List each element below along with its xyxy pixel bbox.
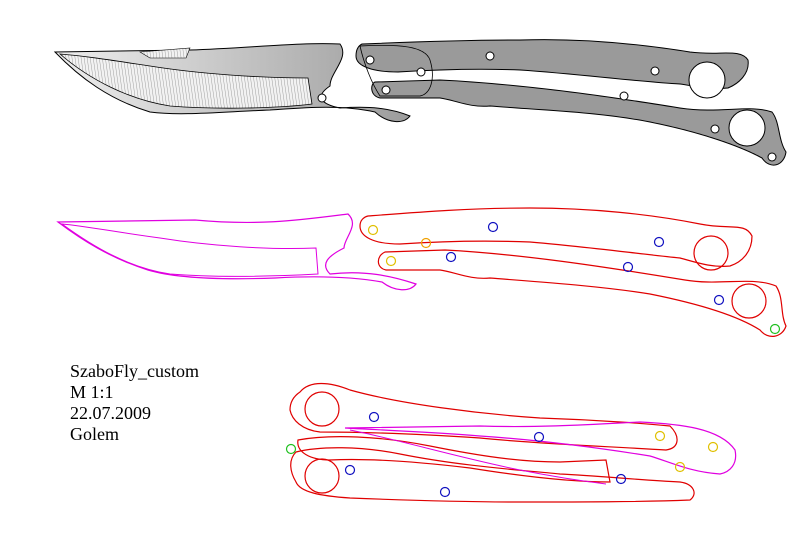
latch-render xyxy=(359,44,433,97)
tang-hole xyxy=(420,237,432,249)
part-hole-top xyxy=(304,391,340,427)
spine-swedge-render xyxy=(139,47,191,59)
rear-handle-outline xyxy=(377,249,787,337)
blade-edge-render xyxy=(58,53,313,109)
drawing-caption: SzaboFly_custom M 1:1 22.07.2009 Golem xyxy=(70,361,199,445)
small-hole-render xyxy=(767,152,777,162)
drawing-name: SzaboFly_custom xyxy=(70,361,199,381)
blade-edge-outline xyxy=(60,223,319,277)
pivot-holes xyxy=(445,221,725,306)
knife-outline-drawing xyxy=(56,207,787,337)
drawing-date: 22.07.2009 xyxy=(70,403,151,423)
drawing-author: Golem xyxy=(70,424,119,444)
part-handle-middle xyxy=(297,436,611,483)
part-pin-holes xyxy=(654,430,719,473)
part-handle-bottom xyxy=(290,447,695,503)
rear-handle-render xyxy=(371,79,787,166)
large-hole-rear-render xyxy=(728,109,766,147)
large-hole-rear xyxy=(731,283,767,319)
large-hole-front-render xyxy=(688,61,726,99)
front-handle-outline xyxy=(359,207,753,267)
part-latch-hole xyxy=(285,443,297,455)
pin-holes xyxy=(367,224,397,267)
pin-holes-render xyxy=(317,51,720,134)
part-blade-edge xyxy=(349,429,607,485)
knife-parts-layout xyxy=(285,382,737,503)
part-hole-bottom xyxy=(304,458,340,494)
part-handle-top xyxy=(289,382,678,451)
part-pivot-holes xyxy=(344,411,627,498)
blade-outline xyxy=(56,213,417,291)
knife-render xyxy=(53,39,787,166)
drawing-scale: M 1:1 xyxy=(70,382,114,402)
latch-hole xyxy=(769,323,781,335)
part-blade xyxy=(344,421,737,475)
large-hole-front xyxy=(693,235,729,271)
